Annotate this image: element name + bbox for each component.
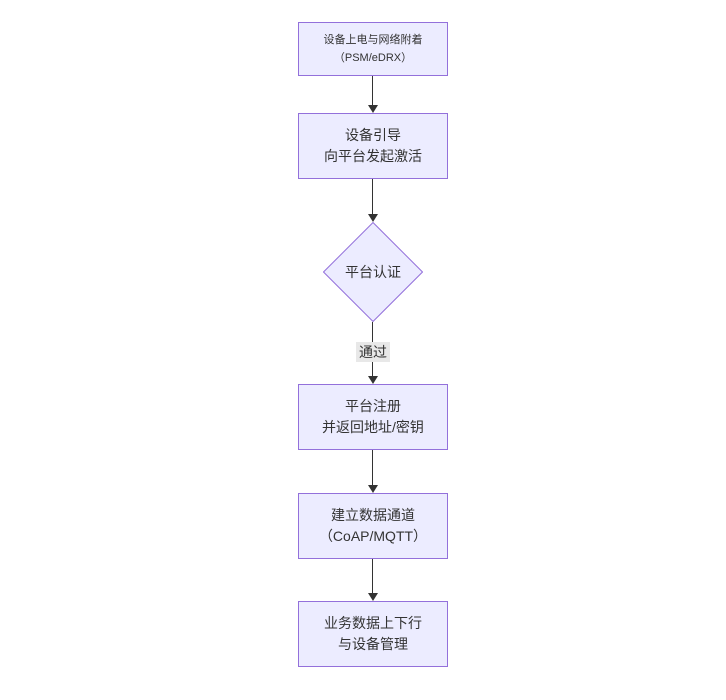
node-text-line: 向平台发起激活 <box>324 148 422 164</box>
edge-line-b-c <box>372 179 373 215</box>
node-text-line: 并返回地址/密钥 <box>322 419 424 435</box>
decision-platform-auth: 平台认证 <box>323 222 423 322</box>
node-text-line: 平台认证 <box>345 264 401 280</box>
edge-line-d-e <box>372 450 373 486</box>
node-text-line: （PSM/eDRX） <box>333 52 413 64</box>
node-business-data-mgmt: 业务数据上下行 与设备管理 <box>298 601 448 667</box>
node-text-line: 与设备管理 <box>338 636 408 652</box>
node-data-channel: 建立数据通道 （CoAP/MQTT） <box>298 493 448 559</box>
node-text-line: 建立数据通道 <box>331 507 415 523</box>
node-bootstrap-activate: 设备引导 向平台发起激活 <box>298 113 448 179</box>
edge-line-e-f <box>372 559 373 594</box>
diamond-shape <box>323 222 423 322</box>
arrowhead-icon <box>368 214 378 222</box>
edge-line-a-b <box>372 76 373 106</box>
node-text-line: 平台注册 <box>345 398 401 414</box>
node-text-line: 业务数据上下行 <box>324 615 422 631</box>
arrowhead-icon <box>368 376 378 384</box>
arrowhead-icon <box>368 105 378 113</box>
node-power-network-attach: 设备上电与网络附着 （PSM/eDRX） <box>298 22 448 76</box>
node-platform-register: 平台注册 并返回地址/密钥 <box>298 384 448 450</box>
node-text-line: 设备引导 <box>345 127 401 143</box>
node-text-line: 设备上电与网络附着 <box>323 34 423 46</box>
arrowhead-icon <box>368 593 378 601</box>
edge-label-pass: 通过 <box>356 342 390 362</box>
node-text-line: （CoAP/MQTT） <box>318 528 428 544</box>
arrowhead-icon <box>368 485 378 493</box>
